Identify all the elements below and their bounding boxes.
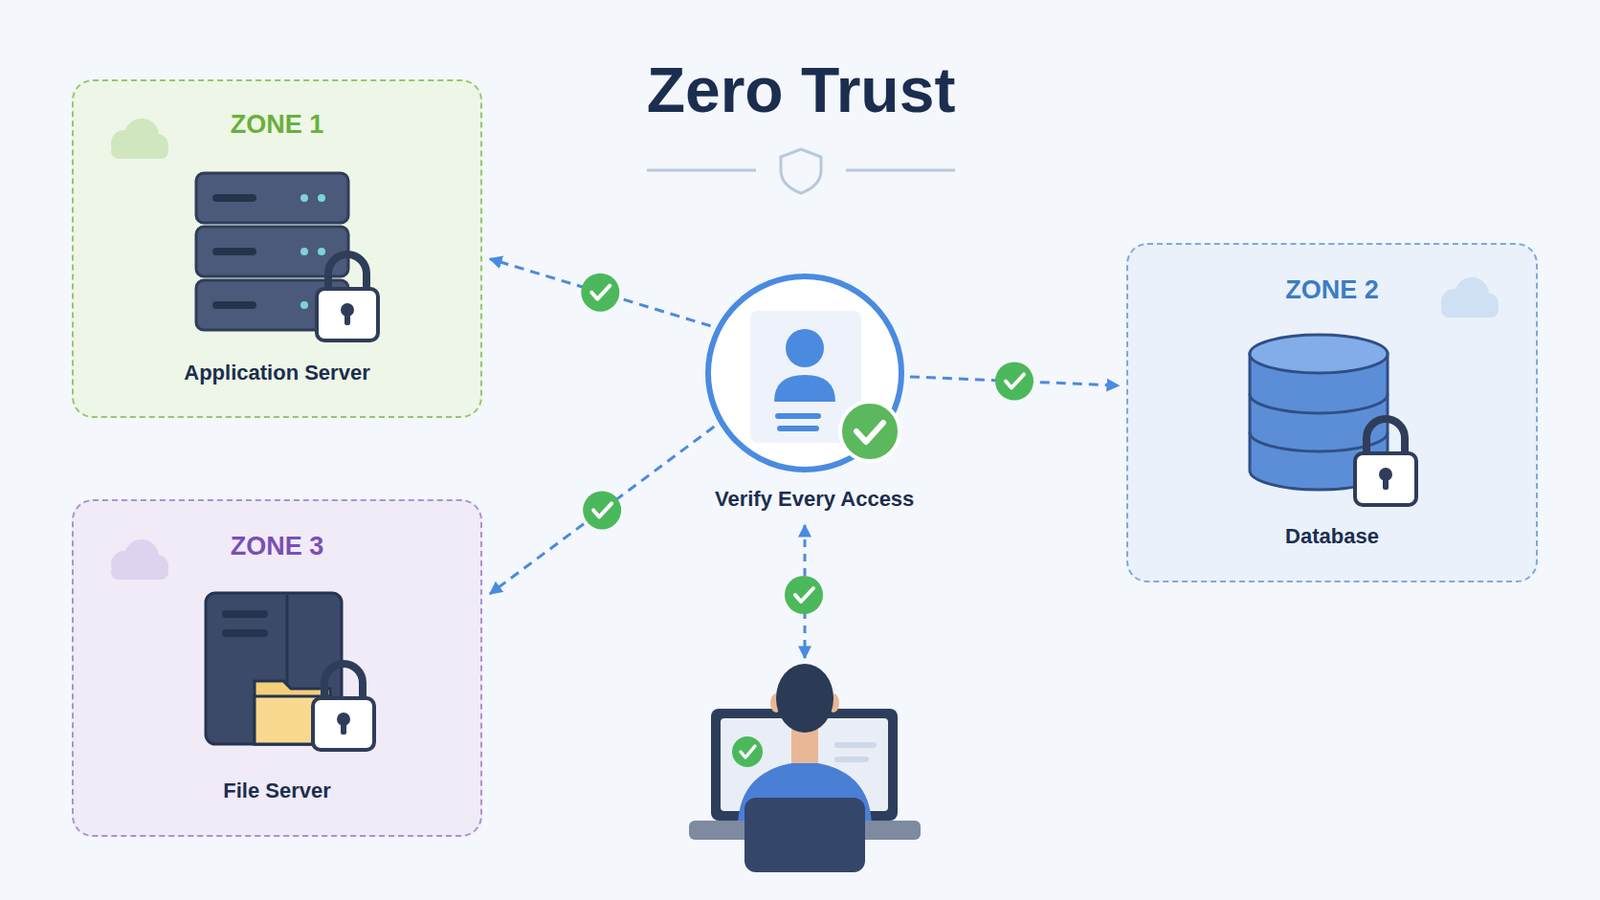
cloud-icon	[1441, 277, 1499, 318]
zone-box: ZONE 1 Application Server	[71, 79, 483, 419]
zone-label: ZONE 1	[230, 110, 325, 140]
text-holder: ZONE 2	[1128, 275, 1536, 306]
lock-icon	[312, 664, 375, 751]
check-badge	[580, 273, 620, 312]
diagram-title: Zero Trust	[646, 53, 956, 127]
text-holder: ZONE 1	[73, 110, 481, 140]
user-illustration	[688, 664, 921, 873]
server-icon	[196, 173, 349, 331]
access-connector	[489, 259, 712, 327]
zone-label: ZONE 2	[1285, 275, 1379, 306]
verify-node: Verify Every Access	[703, 272, 926, 517]
database-icon	[1249, 334, 1388, 490]
text-holder: File Server	[73, 778, 481, 804]
text-holder: Application Server	[73, 360, 481, 386]
lock-icon	[1355, 419, 1417, 506]
check-badge	[995, 361, 1034, 400]
lock-icon	[316, 254, 378, 341]
zone-label: ZONE 3	[230, 532, 325, 562]
file-server-icon	[205, 593, 342, 745]
zone-box: ZONE 2 Database	[1126, 243, 1538, 583]
cloud-icon	[111, 539, 169, 580]
node-label: Application Server	[183, 360, 370, 386]
text-holder: Database	[1128, 524, 1536, 550]
node-label: File Server	[222, 778, 332, 804]
text-holder: ZONE 3	[73, 532, 481, 562]
title-ornament	[646, 149, 956, 194]
access-connector	[489, 426, 714, 595]
node-label: Database	[1285, 524, 1379, 550]
user-link	[803, 525, 807, 659]
cloud-icon	[111, 118, 169, 159]
check-badge	[582, 490, 622, 530]
identity-icon	[708, 276, 902, 470]
node-label: Verify Every Access	[714, 487, 914, 512]
zone-box: ZONE 3 File Server	[71, 499, 483, 838]
check-badge	[784, 576, 823, 615]
text-holder: Verify Every Access	[703, 487, 926, 512]
